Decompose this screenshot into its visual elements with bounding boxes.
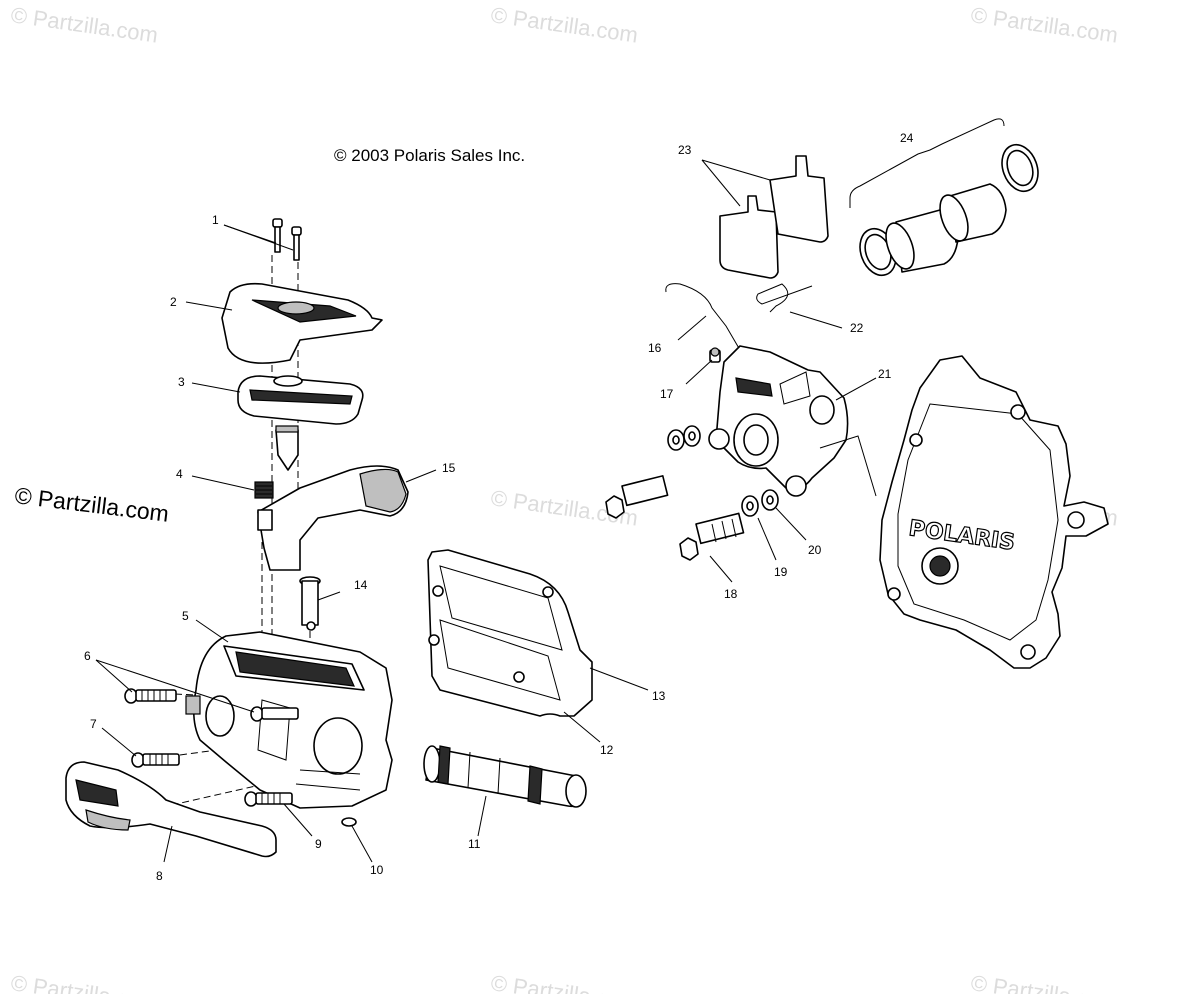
watermark-bottom-center: © Partzilla.com [489, 970, 639, 994]
callout-14: 14 [354, 578, 368, 592]
callout-16: 16 [648, 341, 662, 355]
callout-6: 6 [84, 649, 91, 663]
part-23-brake-pads [719, 155, 829, 279]
callout-7: 7 [90, 717, 97, 731]
callout-8: 8 [156, 869, 163, 883]
part-5-master-cylinder-body [185, 631, 393, 809]
part-9-bolt [244, 791, 293, 807]
partzilla-label: © Partzilla.com [13, 482, 170, 527]
callout-12: 12 [600, 743, 614, 757]
callout-3: 3 [178, 375, 185, 389]
watermark-bottom-left: © Partzilla.com [9, 970, 159, 994]
plunger [275, 425, 299, 471]
part-6-bolt [124, 688, 177, 704]
part-10-clip [341, 817, 357, 827]
callout-4: 4 [176, 467, 183, 481]
callout-20: 20 [808, 543, 822, 557]
part-1-screws [272, 218, 302, 261]
part-2-reservoir-cover [221, 282, 383, 364]
part-8-brake-lever [65, 761, 277, 858]
callout-22: 22 [850, 321, 864, 335]
part-18-bolt-lower [679, 512, 745, 561]
part-12-cover [427, 549, 593, 717]
part-22-pin-clip [756, 283, 813, 313]
callout-23: 23 [678, 143, 692, 157]
part-14-pin [299, 576, 321, 631]
watermark-bottom-right: © Partzilla.com [969, 970, 1119, 994]
callout-1: 1 [212, 213, 219, 227]
callout-11: 11 [468, 837, 481, 851]
gearcase-cover: POLARIS [879, 355, 1109, 669]
watermark-top-center: © Partzilla.com [489, 2, 639, 47]
part-24-piston-set [859, 143, 1039, 277]
copyright-text: © 2003 Polaris Sales Inc. [334, 146, 525, 165]
part-16-brake-line [665, 283, 741, 351]
part-17-bleeder [709, 347, 721, 363]
washers [667, 425, 779, 517]
callout-13: 13 [652, 689, 666, 703]
part-3-diaphragm [237, 375, 364, 425]
part-18-bolt-upper [605, 475, 669, 519]
callout-9: 9 [315, 837, 322, 851]
callout-numbers: 1 2 3 4 5 6 7 8 9 10 11 12 13 14 15 16 1… [84, 131, 914, 883]
callout-19: 19 [774, 565, 788, 579]
callout-24: 24 [900, 131, 914, 145]
part-4-spring [254, 481, 274, 499]
callout-5: 5 [182, 609, 189, 623]
part-11-piston [423, 745, 587, 808]
callout-10: 10 [370, 863, 384, 877]
leader-lines [95, 118, 1005, 863]
callout-17: 17 [660, 387, 674, 401]
part-6-bolt-inner [250, 706, 299, 722]
watermark-top-left: © Partzilla.com [9, 2, 159, 47]
callout-2: 2 [170, 295, 177, 309]
part-7-bolt [131, 752, 180, 768]
part-15-throttle-lever [257, 465, 409, 571]
callout-21: 21 [878, 367, 892, 381]
callout-18: 18 [724, 587, 738, 601]
watermark-top-right: © Partzilla.com [969, 2, 1119, 47]
callout-15: 15 [442, 461, 456, 475]
part-21-caliper [708, 345, 849, 497]
